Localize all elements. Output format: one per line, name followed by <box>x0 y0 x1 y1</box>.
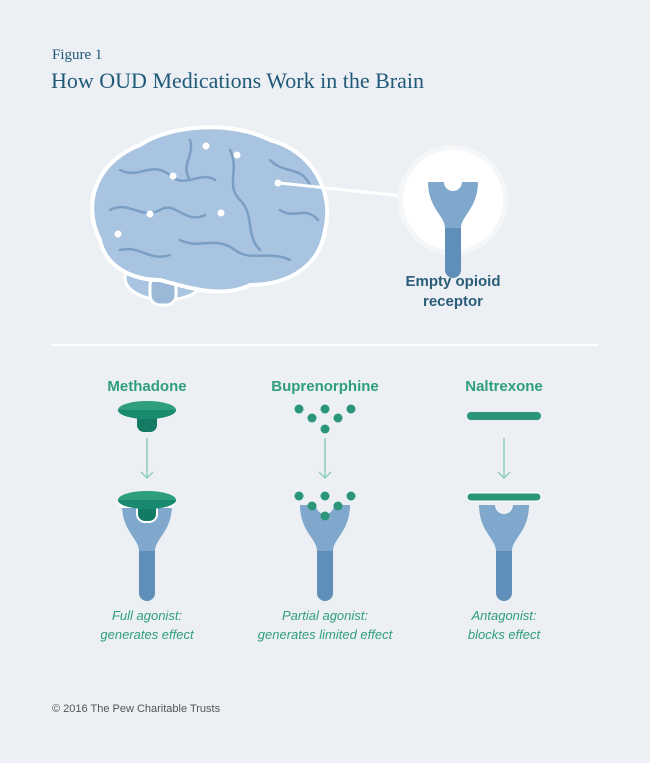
buprenorphine-bound-icon <box>294 491 356 521</box>
naltrexone-label: Naltrexone <box>465 378 543 395</box>
buprenorphine-description: Partial agonist: generates limited effec… <box>230 606 420 644</box>
naltrexone-molecule-icon <box>467 412 541 420</box>
page-title: How OUD Medications Work in the Brain <box>51 68 424 93</box>
methadone-label: Methadone <box>107 378 187 395</box>
receptor-label: Empty opioid receptor <box>393 272 513 312</box>
naltrexone-description: Antagonist: blocks effect <box>409 606 599 644</box>
figure-label: Figure 1 <box>52 47 103 63</box>
copyright: © 2016 The Pew Charitable Trusts <box>52 703 221 715</box>
methadone-bound-icon <box>117 491 177 523</box>
desc-line: generates effect <box>100 627 194 642</box>
desc-line: blocks effect <box>467 627 541 642</box>
desc-line: Antagonist: <box>471 608 537 623</box>
methadone-molecule-icon <box>118 401 176 432</box>
methadone-description: Full agonist: generates effect <box>52 606 242 644</box>
receptor-label-line: Empty opioid <box>405 273 501 290</box>
naltrexone-receptor-icon <box>479 505 529 601</box>
desc-line: generates limited effect <box>257 627 393 642</box>
brain-illustration <box>90 125 403 307</box>
naltrexone-bound-icon <box>466 492 542 502</box>
buprenorphine-molecule-icon <box>294 404 356 434</box>
desc-line: Partial agonist: <box>282 608 368 623</box>
desc-line: Full agonist: <box>111 608 183 623</box>
buprenorphine-label: Buprenorphine <box>271 378 379 395</box>
arrows <box>140 438 511 480</box>
receptor-label-line: receptor <box>422 293 484 310</box>
